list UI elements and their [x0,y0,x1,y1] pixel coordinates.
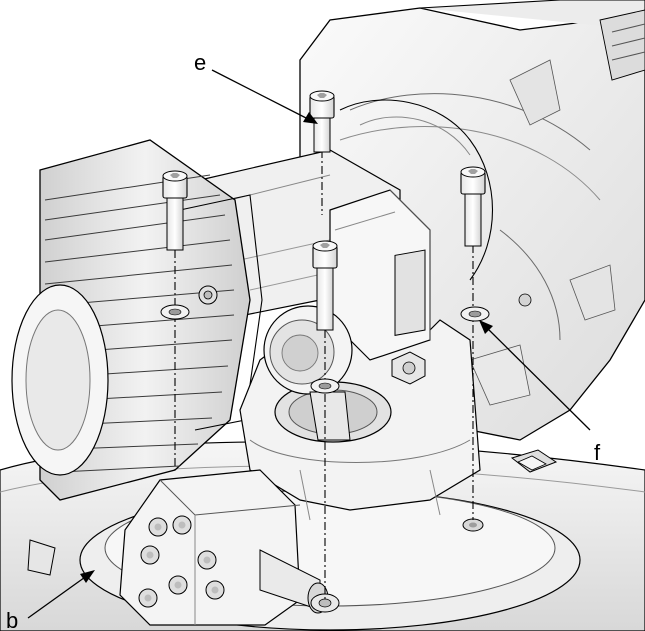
callout-leaders [27,69,591,619]
crank-block [263,189,431,441]
base-mounting-holes [462,518,484,532]
leader-e [211,69,318,124]
leader-f [479,320,591,431]
cap-screw-top [309,90,335,153]
cap-screw-right [460,166,486,247]
washers [160,304,490,394]
alignment-lines [174,150,474,600]
cap-screw-center [312,240,338,331]
electric-motor [11,139,263,501]
callout-label-b: b [6,608,18,631]
cap-screw-left [162,170,188,251]
manifold-block [119,469,340,626]
callout-label-f: f [594,440,601,465]
washer-left [160,304,190,320]
callout-label-e: e [194,50,206,75]
leader-b [27,570,95,619]
washer-center [310,378,340,394]
washer-right [460,306,490,322]
cap-screws [162,90,486,331]
